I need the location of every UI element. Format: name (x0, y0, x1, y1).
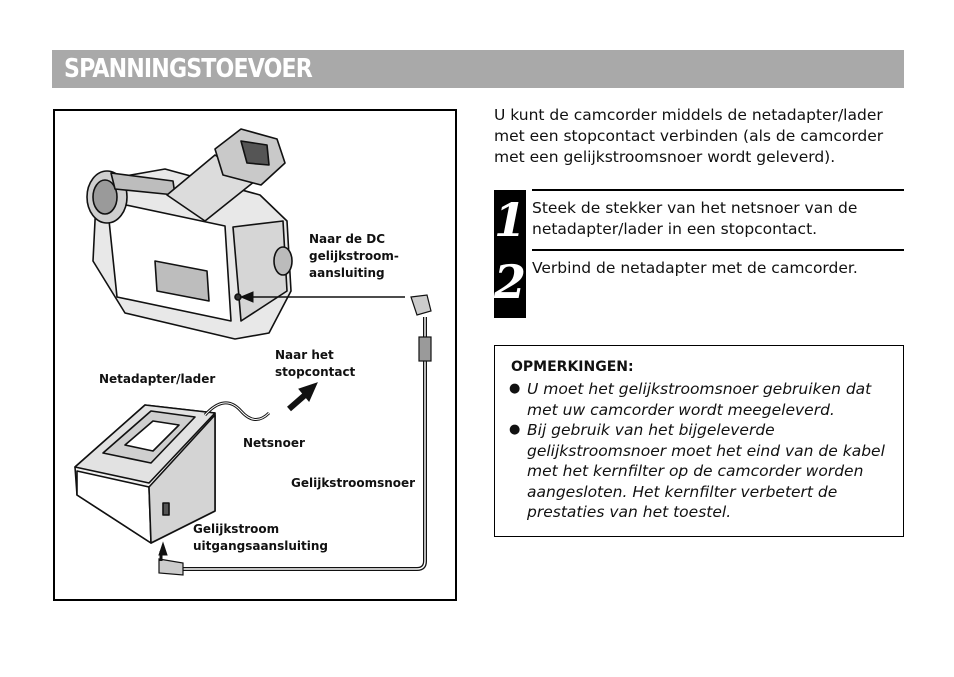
step-1-number: 1 (494, 190, 526, 250)
note-item: ● U moet het gelijkstroomsnoer gebruiken… (509, 379, 895, 420)
step-2-rule (532, 249, 904, 251)
camcorder-adapter-illustration (74, 128, 432, 576)
camcorder-drawing (86, 128, 293, 340)
adapter-drawing (74, 401, 271, 544)
notes-box: OPMERKINGEN: ● U moet het gelijkstroomsn… (494, 345, 904, 537)
notes-title: OPMERKINGEN: (511, 359, 634, 375)
adapter-label: Netadapter/lader (99, 372, 216, 386)
bullet-icon: ● (509, 381, 521, 396)
illustration-frame: Naar de DC gelijkstroom- aansluiting Naa… (53, 109, 457, 601)
dc-output-label: Gelijkstroom uitgangsaansluiting (193, 522, 328, 553)
note-text: U moet het gelijkstroomsnoer gebruiken d… (527, 380, 872, 419)
note-item: ● Bij gebruik van het bijgeleverde gelij… (509, 420, 895, 523)
page-title: SPANNINGSTOEVOER (64, 54, 313, 84)
step-1-text: Steek de stekker van het netsnoer van de… (532, 199, 858, 238)
step-2-number: 2 (494, 250, 526, 318)
outlet-arrow (287, 382, 318, 412)
dc-input-arrow (158, 291, 405, 556)
page-title-bar: SPANNINGSTOEVOER (52, 50, 904, 88)
intro-paragraph: U kunt de camcorder middels de netadapte… (494, 106, 884, 166)
dc-cord-label: Gelijkstroomsnoer (291, 476, 416, 490)
step-1-rule (532, 189, 904, 191)
dc-input-label: Naar de DC gelijkstroom- aansluiting (309, 232, 399, 280)
to-outlet-label: Naar het stopcontact (275, 348, 356, 379)
power-cord-label: Netsnoer (243, 436, 305, 450)
step-2-text: Verbind de netadapter met de camcorder. (532, 259, 858, 277)
bullet-icon: ● (509, 422, 521, 437)
note-text: Bij gebruik van het bijgeleverde gelijks… (527, 421, 885, 521)
dc-cord-drawing (158, 294, 432, 576)
